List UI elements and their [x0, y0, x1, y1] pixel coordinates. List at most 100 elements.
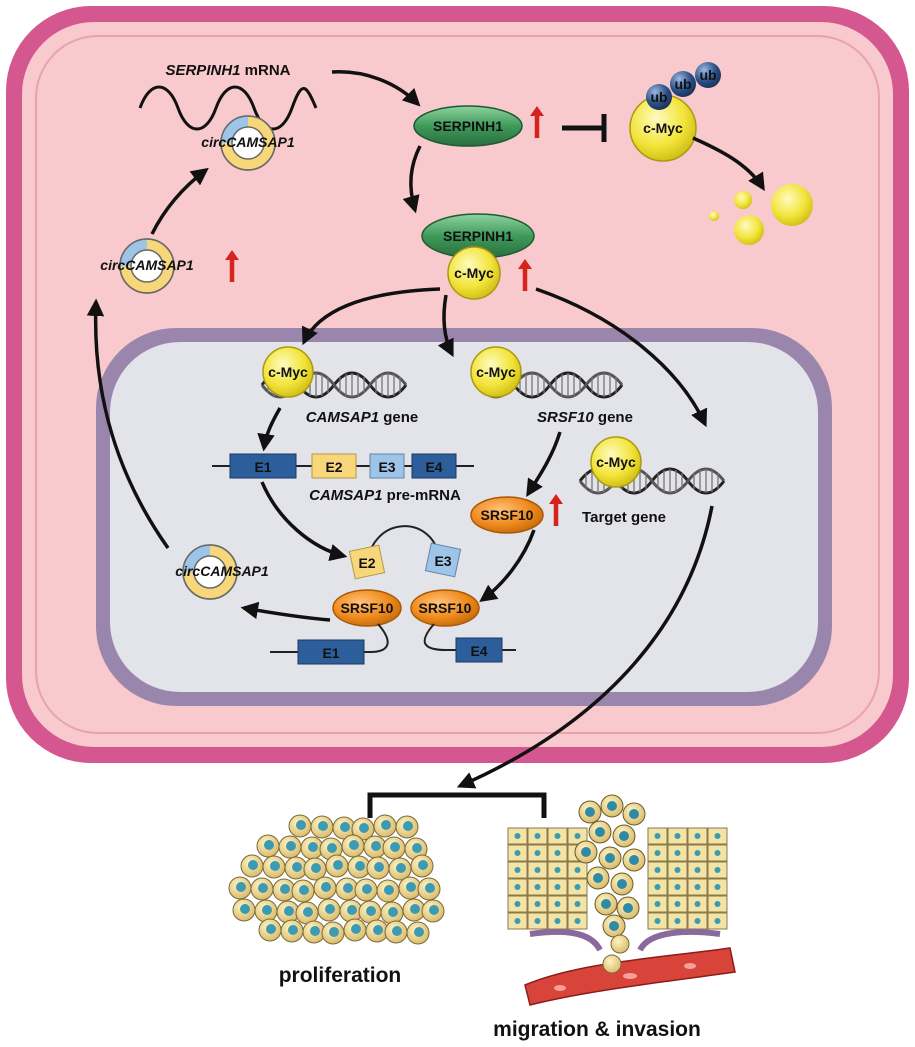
invasive-nucleus-12 [623, 903, 633, 913]
degraded-fragment-4 [771, 184, 813, 226]
cell-nucleus-44 [266, 924, 276, 934]
proliferation-label: proliferation [279, 964, 402, 987]
cell-nucleus-36 [284, 906, 294, 916]
pathway-arrows [86, 70, 765, 789]
tissue-nucleus-23 [694, 867, 701, 873]
migration-invasion-label: migration & invasion [493, 1018, 701, 1041]
tissue-nucleus-5 [654, 833, 661, 839]
c-myc-srsf10 [470, 346, 522, 398]
cell-nucleus-3 [340, 822, 350, 832]
invasive-nucleus-11 [601, 899, 611, 909]
arrow-splice-to-circ [240, 601, 331, 622]
tissue-nucleus-45 [654, 918, 661, 924]
c-myc-complex [447, 246, 501, 300]
cell-nucleus-42 [410, 904, 420, 914]
cell-nucleus-25 [258, 883, 268, 893]
cell-nucleus-20 [355, 861, 365, 871]
circcamsap1-label-nucleus: circCAMSAP1 [175, 563, 269, 579]
invasive-nucleus-9 [593, 873, 603, 883]
invading-cell-1 [602, 954, 622, 974]
cell-nucleus-11 [349, 840, 359, 850]
ub-icon-2 [670, 71, 696, 97]
invasive-nucleus-10 [617, 879, 627, 889]
arrow-complex-to-srsf10-gene [437, 294, 454, 358]
tissue-nucleus-10 [534, 850, 541, 856]
cell-nucleus-46 [310, 926, 320, 936]
serpinh1-mrna-label: SERPINH1 mRNA [165, 62, 290, 79]
tissue-nucleus-21 [654, 867, 661, 873]
invasive-nucleus-5 [619, 831, 629, 841]
cell-nucleus-35 [262, 905, 272, 915]
cell-nucleus-19 [333, 860, 343, 870]
arrow-cmyc-to-degradation [692, 136, 765, 191]
tissue-nucleus-29 [654, 884, 661, 890]
exon-e1-label: E1 [254, 459, 271, 475]
strand-e4-link [423, 623, 447, 651]
tissue-nucleus-37 [654, 901, 661, 907]
invasive-nucleus-7 [605, 853, 615, 863]
cell-nucleus-45 [288, 925, 298, 935]
tissue-nucleus-16 [714, 850, 721, 856]
tissue-nucleus-20 [574, 867, 581, 873]
tissue-nucleus-7 [694, 833, 701, 839]
inhibition-line [562, 114, 607, 142]
cell-nucleus-30 [362, 884, 372, 894]
tissue-nucleus-46 [674, 918, 681, 924]
camsap1-gene-label: CAMSAP1 gene [306, 409, 419, 426]
cell-nucleus-18 [311, 863, 321, 873]
srsf10-bound-left [332, 589, 402, 627]
serpinh1-label-complex: SERPINH1 [443, 228, 513, 244]
target-gene-label: Target gene [582, 509, 666, 526]
tissue-nucleus-28 [574, 884, 581, 890]
exon-e4-splicing-label: E4 [470, 643, 487, 659]
exon-e3-splicing-label: E3 [434, 553, 451, 569]
cell-nucleus-23 [418, 860, 428, 870]
cell-nucleus-50 [392, 926, 402, 936]
ub-label-1: ub [650, 89, 667, 105]
migration-tissue [507, 794, 728, 938]
tissue-nucleus-48 [714, 918, 721, 924]
tissue-nucleus-13 [654, 850, 661, 856]
arrow-mid-to-top-circ [150, 167, 209, 235]
c-myc-label-target: c-Myc [596, 454, 636, 470]
cell-nucleus-38 [325, 904, 335, 914]
exon-e4-label: E4 [425, 459, 442, 475]
tissue-nucleus-27 [554, 884, 561, 890]
cell-nucleus-10 [327, 843, 337, 853]
c-myc-camsap1 [262, 346, 314, 398]
c-myc-label-ub: c-Myc [643, 120, 683, 136]
arrow-circ-to-cytoplasm [86, 298, 170, 550]
nucleus [110, 342, 818, 692]
arrow-mrna-to-serpinh1 [331, 70, 421, 107]
blood-cell-2 [623, 973, 637, 979]
tissue-nucleus-8 [714, 833, 721, 839]
basement-membrane [529, 928, 721, 952]
cell-nucleus-41 [388, 907, 398, 917]
circcamsap1-label-top: circCAMSAP1 [201, 134, 295, 150]
cell-nucleus-40 [366, 906, 376, 916]
exon-e1-splicing-label: E1 [322, 645, 339, 661]
cell-nucleus-17 [292, 862, 302, 872]
srsf10-bound-left-label: SRSF10 [341, 600, 394, 616]
tissue-nucleus-15 [694, 850, 701, 856]
tissue-nucleus-30 [674, 884, 681, 890]
arrow-serpinh1-to-complex [402, 145, 422, 214]
c-myc-target [590, 436, 642, 488]
invasive-nucleus-1 [585, 807, 595, 817]
c-myc-label-complex: c-Myc [454, 265, 494, 281]
strand-e1-link [369, 623, 389, 653]
tissue-nucleus-31 [694, 884, 701, 890]
tissue-nucleus-22 [674, 867, 681, 873]
cell-nucleus-15 [248, 860, 258, 870]
tissue-nucleus-42 [534, 918, 541, 924]
circcamsap1-label-mid: circCAMSAP1 [100, 257, 194, 273]
tissue-nucleus-33 [514, 901, 521, 907]
blood-cell-3 [684, 963, 696, 969]
serpinh1-label-top: SERPINH1 [433, 118, 503, 134]
proliferation-cluster [228, 814, 445, 945]
srsf10-bound-right [410, 589, 480, 627]
ub-icon-3 [695, 62, 721, 88]
tissue-nucleus-39 [694, 901, 701, 907]
cell-nucleus-26 [280, 884, 290, 894]
cell-nucleus-9 [308, 842, 318, 852]
